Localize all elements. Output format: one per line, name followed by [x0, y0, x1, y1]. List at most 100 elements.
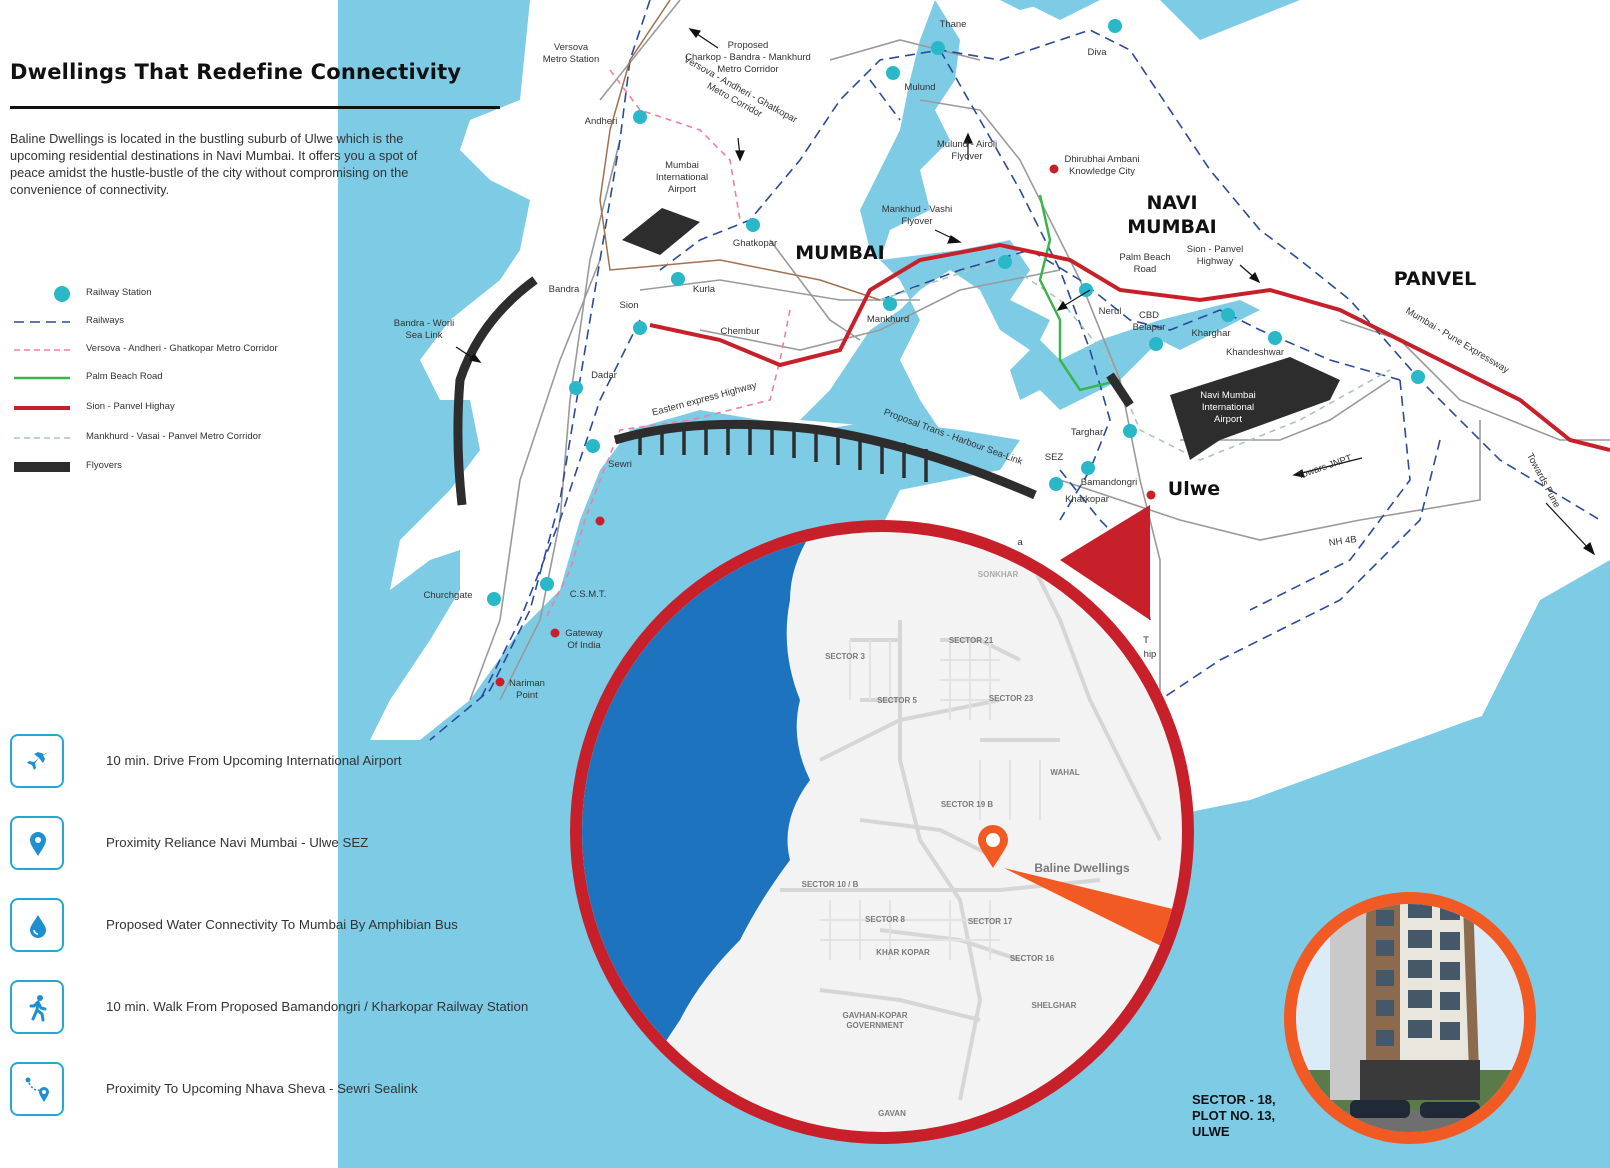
water-drop-icon	[10, 898, 64, 952]
project-address: SECTOR - 18, PLOT NO. 13, ULWE	[1192, 1092, 1302, 1140]
map-label-line: T	[1143, 635, 1149, 646]
map-label-line: Sion	[619, 300, 639, 311]
legend-label: Versova - Andheri - Ghatkopar Metro Corr…	[86, 343, 278, 354]
station-kharkopar	[1049, 477, 1063, 491]
station-diva	[1108, 19, 1122, 33]
black-bar-icon	[14, 462, 70, 472]
map-label-line: MUMBAI	[795, 242, 885, 264]
map-label-sonkhar: SONKHAR	[978, 570, 1018, 580]
station-sewri	[586, 439, 600, 453]
mankhurd-panvel-metro	[879, 259, 1391, 461]
map-label-line: Andheri	[584, 116, 618, 127]
map-label-shelghar: SHELGHAR	[1032, 1001, 1077, 1011]
map-label-line: Nerul	[1098, 306, 1122, 317]
station-mulund	[886, 66, 900, 80]
railway-stations	[487, 19, 1425, 606]
dashed-grey-line-icon	[14, 437, 70, 439]
map-label-line: Mumbai	[665, 160, 699, 171]
station-churchgate	[487, 592, 501, 606]
map-label-line: Metro Station	[542, 53, 600, 65]
map-label-line: Gateway	[565, 628, 603, 639]
station-andheri	[633, 110, 647, 124]
map-label-sion: Sion	[619, 300, 638, 312]
map-label-line: Flyover	[901, 215, 933, 227]
location-pin-icon	[10, 816, 64, 870]
map-label-sector21: SECTOR 21	[949, 636, 993, 646]
map-label-line: International	[655, 171, 709, 183]
legend-railways: Railways	[14, 312, 314, 332]
map-label-line: SONKHAR	[977, 570, 1019, 579]
airplane-icon	[10, 734, 64, 788]
map-label-partial-1: a	[1017, 537, 1022, 549]
map-label-chembur: Chembur	[720, 326, 759, 338]
map-label-line: Metro Corridor	[717, 63, 779, 75]
map-label-line: SECTOR 5	[877, 696, 917, 705]
page-title: Dwellings That Redefine Connectivity	[10, 60, 462, 84]
poi-dhirubhai	[1049, 164, 1059, 174]
map-label-line: Point	[516, 689, 538, 701]
land	[370, 0, 1610, 820]
location-marker-icon	[978, 825, 1008, 868]
station-bamandongri	[1081, 461, 1095, 475]
map-label-sector5: SECTOR 5	[877, 696, 917, 706]
map-label-line: SEZ	[1044, 452, 1064, 463]
map-label-line: Churchgate	[423, 590, 473, 601]
map-label-line: Sewri	[608, 459, 632, 470]
map-label-line: GAVHAN-KOPAR	[842, 1011, 908, 1020]
map-label-line: Versova	[553, 42, 589, 53]
address-line: PLOT NO. 13,	[1192, 1108, 1276, 1123]
railways	[429, 0, 1601, 741]
map-label-line: SECTOR 17	[967, 917, 1013, 926]
map-label-line: MUMBAI	[1127, 215, 1217, 238]
ulwe-zoom-pointer	[570, 505, 1194, 1144]
station-kurla	[671, 272, 685, 286]
flyover-piers	[638, 421, 928, 482]
poi-sewri-port	[595, 516, 605, 526]
feature-text: 10 min. Drive From Upcoming Internationa…	[106, 753, 402, 768]
station-sion	[633, 321, 647, 335]
map-label-nerul: Nerul	[1099, 306, 1122, 318]
map-label-ghatkopar: Ghatkopar	[733, 238, 777, 250]
map-label-line: Nariman	[509, 678, 545, 689]
map-label-line: SHELGHAR	[1031, 1001, 1077, 1010]
feature-text: 10 min. Walk From Proposed Bamandongri /…	[106, 999, 529, 1014]
sion-panvel-highway	[649, 242, 1610, 452]
map-label-line: SECTOR 8	[865, 915, 905, 924]
map-label-line: SECTOR 23	[988, 694, 1034, 703]
map-label-sez: SEZ	[1045, 452, 1063, 464]
versova-metro	[544, 69, 791, 621]
map-label-line: Dadar	[591, 370, 617, 381]
map-label-mankhurd: Mankhurd	[867, 314, 909, 326]
legend-label: Railways	[86, 315, 125, 326]
feature-text: Proposed Water Connectivity To Mumbai By…	[106, 917, 458, 932]
map-label-line: Palm Beach	[1119, 252, 1171, 263]
poi-gateway	[550, 628, 560, 638]
address-line: SECTOR - 18,	[1192, 1092, 1276, 1107]
dashed-pink-line-icon	[14, 349, 70, 351]
map-label-line: Highway	[1196, 255, 1234, 267]
map-label-line: GOVERNMENT	[846, 1021, 904, 1030]
dashed-blue-line-icon	[14, 321, 70, 323]
map-label-line: KHAR KOPAR	[876, 948, 930, 957]
legend-label: Railway Station	[86, 287, 152, 298]
map-label-line: C.S.M.T.	[569, 589, 607, 600]
legend-metro-corridor: Versova - Andheri - Ghatkopar Metro Corr…	[14, 340, 314, 360]
map-label-line: Dhirubhai Ambani	[1064, 154, 1140, 165]
map-label-sector8: SECTOR 8	[865, 915, 905, 925]
map-label-thane: Thane	[940, 19, 967, 31]
map-label-line: Ghatkopar	[732, 238, 778, 249]
station-cbd-belapur	[1149, 337, 1163, 351]
station-targhar	[1123, 424, 1137, 438]
map-label-line: SECTOR 10 / B	[801, 880, 859, 889]
map-label-line: Chembur	[720, 326, 760, 337]
flyovers	[453, 276, 1134, 506]
map-label-line: Mulund	[904, 82, 936, 93]
